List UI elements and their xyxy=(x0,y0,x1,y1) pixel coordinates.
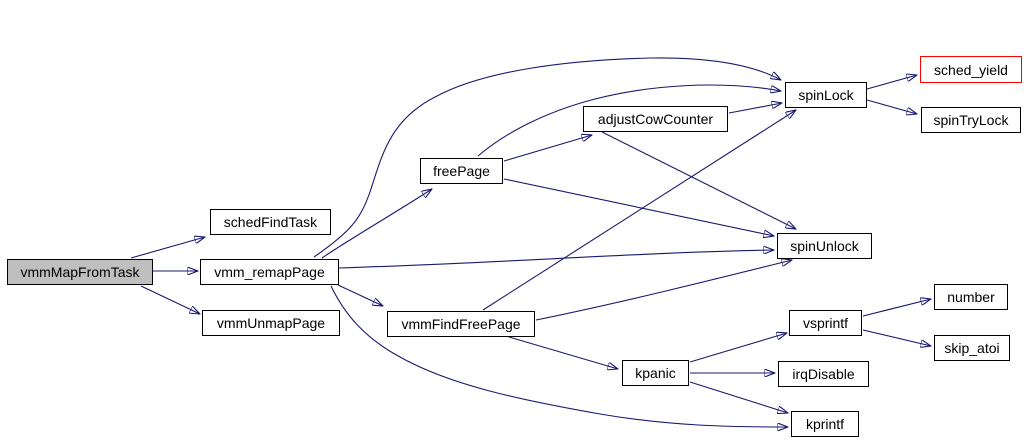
node-spinLock[interactable]: spinLock xyxy=(785,82,867,108)
node-schedFindTask[interactable]: schedFindTask xyxy=(210,209,331,235)
edge-vmm_remapPage-spinLock xyxy=(313,57,781,258)
node-vsprintf[interactable]: vsprintf xyxy=(789,310,862,336)
edge-vmmFindFreePage-kpanic xyxy=(508,336,618,369)
edge-spinLock-sched_yield xyxy=(866,75,917,90)
edge-vsprintf-number xyxy=(862,299,931,317)
node-spinTryLock[interactable]: spinTryLock xyxy=(921,107,1021,133)
node-label: vsprintf xyxy=(802,315,849,331)
edge-vmm_remapPage-vmmFindFreePage xyxy=(337,284,383,306)
node-vmmMapFromTask: vmmMapFromTask xyxy=(7,259,153,285)
node-label: kpanic xyxy=(635,365,676,381)
edge-adjustCowCounter-spinUnlock xyxy=(601,131,796,229)
node-label: vmmFindFreePage xyxy=(401,316,521,332)
node-label: vmmUnmapPage xyxy=(216,315,326,331)
edge-vmmFindFreePage-spinUnlock xyxy=(535,260,792,321)
edge-freePage-adjustCowCounter xyxy=(503,135,592,162)
edge-kpanic-kprintf xyxy=(689,381,788,413)
node-sched_yield[interactable]: sched_yield xyxy=(920,56,1022,83)
node-kpanic[interactable]: kpanic xyxy=(622,360,689,386)
node-label: vmmMapFromTask xyxy=(20,264,140,280)
node-freePage[interactable]: freePage xyxy=(420,158,503,184)
node-vmm_remapPage[interactable]: vmm_remapPage xyxy=(200,259,339,285)
node-number[interactable]: number xyxy=(934,284,1008,310)
node-label: spinLock xyxy=(798,87,854,103)
edge-freePage-spinUnlock xyxy=(503,178,774,236)
edge-kpanic-vsprintf xyxy=(689,333,787,363)
node-label: schedFindTask xyxy=(223,214,318,230)
edge-vmmFindFreePage-spinLock xyxy=(482,110,796,311)
edge-vmm_remapPage-kprintf xyxy=(330,285,788,427)
node-label: adjustCowCounter xyxy=(597,111,714,127)
node-label: number xyxy=(947,289,995,305)
edge-spinLock-spinTryLock xyxy=(866,99,917,114)
node-kprintf[interactable]: kprintf xyxy=(791,411,859,437)
node-vmmFindFreePage[interactable]: vmmFindFreePage xyxy=(387,311,535,337)
node-label: irqDisable xyxy=(792,366,855,382)
node-vmmUnmapPage[interactable]: vmmUnmapPage xyxy=(202,310,340,336)
edge-adjustCowCounter-spinLock xyxy=(728,103,782,114)
node-label: freePage xyxy=(433,163,490,179)
node-label: skip_atoi xyxy=(944,340,1000,356)
edge-vmmMapFromTask-vmmUnmapPage xyxy=(140,285,200,314)
node-label: vmm_remapPage xyxy=(214,264,325,280)
node-label: spinTryLock xyxy=(933,112,1009,128)
node-irqDisable[interactable]: irqDisable xyxy=(778,361,869,387)
edge-vsprintf-skip_atoi xyxy=(862,329,931,346)
node-label: spinUnlock xyxy=(790,238,859,254)
edge-vmmMapFromTask-schedFindTask xyxy=(130,237,205,259)
node-label: kprintf xyxy=(805,416,845,432)
node-label: sched_yield xyxy=(934,61,1008,78)
edge-vmm_remapPage-spinUnlock xyxy=(338,250,774,269)
node-adjustCowCounter[interactable]: adjustCowCounter xyxy=(583,106,728,132)
node-spinUnlock[interactable]: spinUnlock xyxy=(777,233,872,259)
node-skip_atoi[interactable]: skip_atoi xyxy=(934,335,1010,361)
edge-vmm_remapPage-freePage xyxy=(321,189,432,259)
